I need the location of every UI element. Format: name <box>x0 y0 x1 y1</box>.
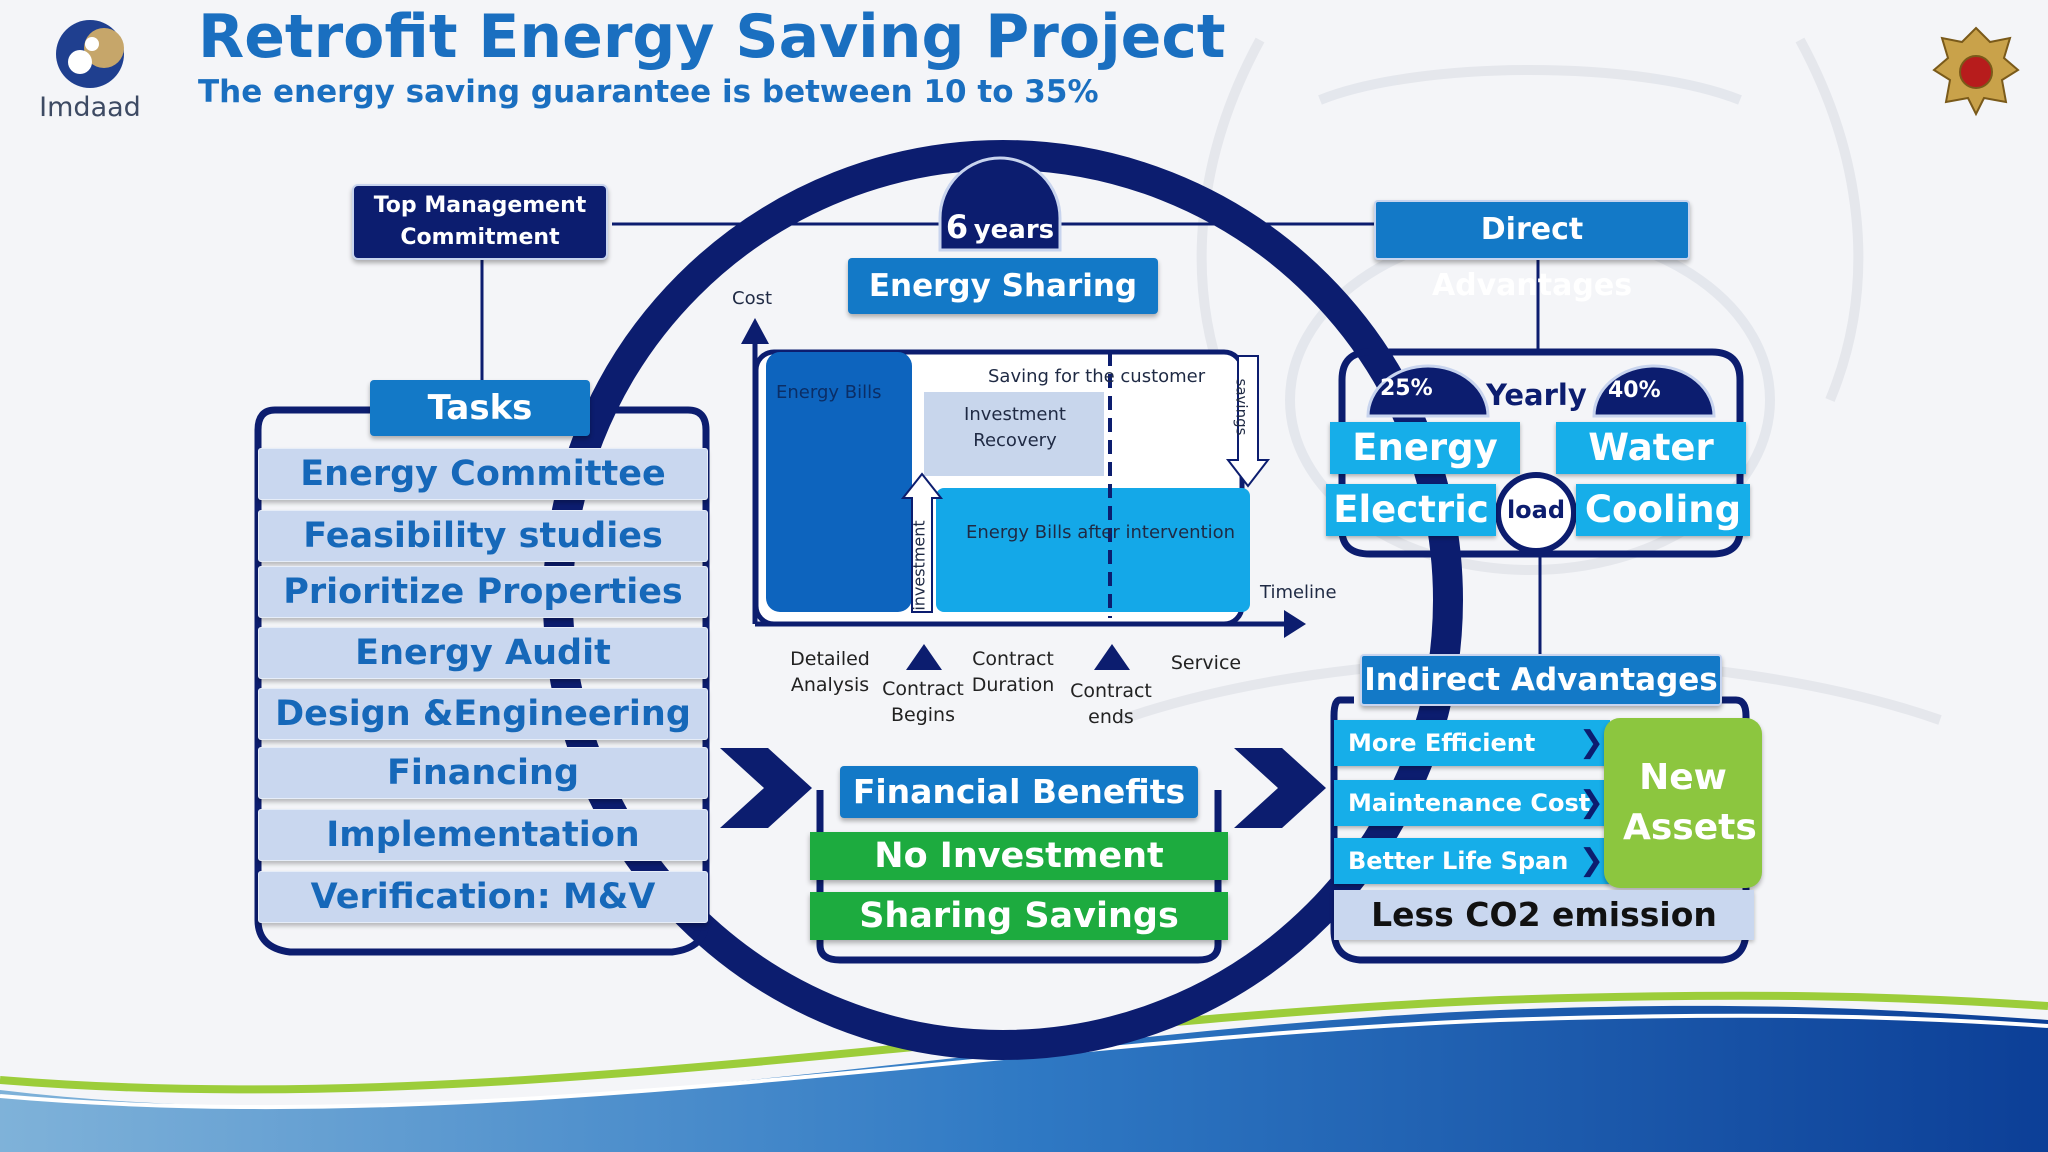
top-management-box: Top Management Commitment <box>352 184 608 260</box>
timeline-chart <box>741 318 1306 670</box>
duration-label: 6 years <box>944 208 1056 246</box>
chevron-arrow-icon <box>720 748 812 828</box>
financial-bracket <box>816 790 1222 964</box>
task-item: Prioritize Properties <box>258 566 708 618</box>
energy-pct-dome <box>1366 364 1490 418</box>
tasks-bracket <box>254 406 710 956</box>
bottom-swoosh <box>0 1005 2048 1152</box>
indirect-item: More Efficient ❯ <box>1334 720 1610 766</box>
imdaad-logo: Imdaad <box>30 14 150 126</box>
chevron-right-icon: ❯ <box>1578 785 1604 820</box>
energy-bills-bar <box>766 352 912 612</box>
chevron-arrow-icon <box>1234 748 1326 828</box>
task-item: Energy Committee <box>258 448 708 500</box>
page-title: Retrofit Energy Saving Project <box>198 2 1226 72</box>
water-pct: 40% <box>1608 378 1661 403</box>
financial-benefits-label: Financial Benefits <box>852 772 1186 811</box>
top-management-label: Top Management Commitment <box>373 193 587 250</box>
cost-arrow-icon <box>741 318 769 344</box>
contract-begins-marker <box>906 644 942 670</box>
bills-after-label: Energy Bills after intervention <box>966 522 1236 543</box>
contract-ends-marker <box>1094 644 1130 670</box>
investment-label: investment <box>909 520 929 611</box>
duration-unit: years <box>973 215 1055 245</box>
duration-number: 6 <box>945 208 969 246</box>
new-assets-box: New Assets <box>1604 718 1762 888</box>
chevron-right-icon: ❯ <box>1578 725 1604 760</box>
task-item: Energy Audit <box>258 627 708 679</box>
tasks-header: Tasks <box>370 380 590 436</box>
investment-recovery-box <box>924 392 1104 476</box>
new-assets-label: New Assets <box>1623 757 1757 848</box>
indirect-item: Maintenance Cost ❯ <box>1334 780 1610 826</box>
water-label: Water <box>1588 426 1714 469</box>
water-box: Water <box>1556 422 1746 474</box>
saving-customer-label: Saving for the customer <box>988 366 1206 387</box>
energy-pct: 25% <box>1380 376 1433 401</box>
financial-item-label: No Investment <box>874 836 1164 876</box>
investment-recovery-label: Investment Recovery <box>964 404 1066 451</box>
co2-box: Less CO2 emission <box>1334 890 1754 940</box>
co2-label: Less CO2 emission <box>1371 895 1717 934</box>
cooling-box: Cooling <box>1576 484 1750 536</box>
logo-text: Imdaad <box>39 92 141 123</box>
indirect-item-label: More Efficient <box>1348 729 1536 757</box>
energy-label: Energy <box>1352 426 1498 469</box>
phase-detailed-analysis: Detailed Analysis <box>790 648 870 696</box>
timeline-arrow-icon <box>1284 610 1306 638</box>
page-subtitle: The energy saving guarantee is between 1… <box>198 74 1099 110</box>
energy-sharing-box: Energy Sharing <box>848 258 1158 314</box>
direct-advantages-header: Direct Advantages <box>1374 200 1690 303</box>
indirect-advantages-label: Indirect Advantages <box>1364 662 1718 698</box>
savings-label: savings <box>1232 378 1251 436</box>
crest-emblem <box>1930 24 2022 118</box>
direct-advantages-label: Direct Advantages <box>1431 212 1633 303</box>
investment-arrow-icon <box>900 472 944 613</box>
yearly-label: Yearly <box>1486 378 1587 412</box>
task-item: Implementation <box>258 809 708 861</box>
indirect-advantages-header: Indirect Advantages <box>1360 654 1722 706</box>
energy-bills-label: Energy Bills <box>776 382 882 403</box>
years-dome <box>938 156 1062 252</box>
phase-contract-duration: Contract Duration <box>971 648 1055 696</box>
load-label: load <box>1506 496 1566 524</box>
bills-after-bar <box>936 488 1250 612</box>
task-item: Financing <box>258 747 708 799</box>
indirect-bracket <box>1330 696 1750 964</box>
water-pct-dome <box>1592 364 1716 418</box>
indirect-item: Better Life Span ❯ <box>1334 838 1610 884</box>
cost-axis-label: Cost <box>732 288 773 309</box>
task-item: Verification: M&V <box>258 871 708 923</box>
savings-arrow-icon <box>1225 355 1271 488</box>
indirect-item-label: Better Life Span <box>1348 847 1569 875</box>
phase-contract-ends: Contract ends <box>1070 680 1152 728</box>
timeline-label: Timeline <box>1260 582 1337 603</box>
financial-item-label: Sharing Savings <box>859 896 1179 936</box>
bottom-swoosh-green <box>0 991 2048 1094</box>
cooling-label: Cooling <box>1584 488 1742 531</box>
financial-item: Sharing Savings <box>810 892 1228 940</box>
task-item: Feasibility studies <box>258 510 708 562</box>
tasks-header-label: Tasks <box>427 388 533 428</box>
electric-label: Electric <box>1333 488 1489 531</box>
energy-box: Energy <box>1330 422 1520 474</box>
task-item: Design &Engineering <box>258 688 708 740</box>
chevron-right-icon: ❯ <box>1578 843 1604 878</box>
electric-box: Electric <box>1326 484 1496 536</box>
financial-item: No Investment <box>810 832 1228 880</box>
load-circle <box>1495 472 1577 554</box>
indirect-item-label: Maintenance Cost <box>1348 789 1591 817</box>
phase-contract-begins: Contract Begins <box>882 678 964 726</box>
phase-service: Service <box>1170 652 1242 674</box>
energy-sharing-label: Energy Sharing <box>868 268 1138 304</box>
imdaad-logo-icon <box>56 20 124 88</box>
financial-benefits-header: Financial Benefits <box>840 766 1198 818</box>
